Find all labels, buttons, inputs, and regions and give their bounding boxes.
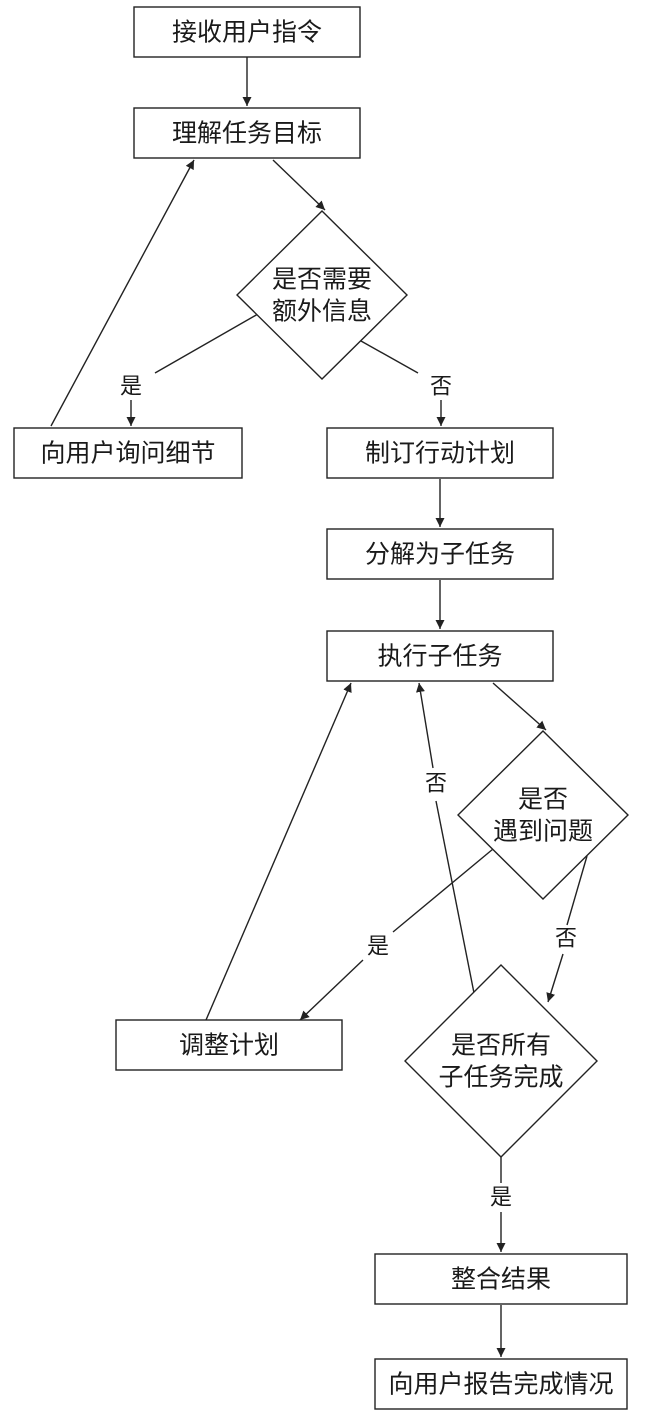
edge-line <box>360 340 419 374</box>
edge-line <box>492 682 547 731</box>
edge-label: 是 <box>120 375 142 400</box>
edge-labels-layer: 是否是否否是 <box>120 375 577 1211</box>
edge-adjust-to-execute <box>205 682 352 1021</box>
edge-arrow <box>416 682 434 769</box>
process-box <box>374 1253 628 1305</box>
process-box <box>326 630 554 682</box>
process-box <box>133 107 361 159</box>
node-label: 理解任务目标 <box>172 119 322 148</box>
node-adjust: 调整计划 <box>115 1019 343 1071</box>
process-box <box>326 528 554 580</box>
node-label: 制订行动计划 <box>365 439 515 468</box>
edge-label: 是 <box>490 1186 512 1211</box>
node-label: 是否需要 <box>272 265 372 294</box>
edge-ask_details-to-understand <box>50 159 195 427</box>
node-label: 执行子任务 <box>377 642 502 671</box>
edge-line <box>435 800 475 994</box>
process-box <box>115 1019 343 1071</box>
edges-layer <box>50 57 588 1357</box>
edge-line <box>50 159 195 427</box>
edge-label: 否 <box>430 375 452 400</box>
process-box <box>374 1358 628 1410</box>
node-label: 是否 <box>518 785 568 814</box>
node-label: 子任务完成 <box>438 1063 563 1092</box>
node-understand: 理解任务目标 <box>133 107 361 159</box>
decision-diamond <box>404 964 598 1158</box>
edge-label: 是 <box>367 935 389 960</box>
edge-problem-to-all_done <box>546 855 588 1003</box>
process-box <box>13 427 243 479</box>
edge-line <box>272 159 326 211</box>
edge-line <box>154 313 259 374</box>
node-receive: 接收用户指令 <box>133 6 361 58</box>
node-make-plan: 制订行动计划 <box>326 427 554 479</box>
edge-line <box>566 855 588 926</box>
node-decompose: 分解为子任务 <box>326 528 554 580</box>
process-box <box>326 427 554 479</box>
process-box <box>133 6 361 58</box>
node-label: 分解为子任务 <box>365 540 515 569</box>
edge-execute-to-problem <box>492 682 547 731</box>
node-label: 遇到问题 <box>493 817 593 846</box>
node-label: 接收用户指令 <box>172 18 322 47</box>
edge-label: 否 <box>555 927 577 952</box>
decision-diamond <box>236 210 408 380</box>
node-execute: 执行子任务 <box>326 630 554 682</box>
decision-diamond <box>457 730 629 900</box>
edge-all_done-to-execute <box>416 682 475 994</box>
edge-need_info-to-make_plan <box>360 340 446 426</box>
node-ask-details: 向用户询问细节 <box>13 427 243 479</box>
edge-problem-to-adjust <box>299 848 494 1021</box>
edge-arrow <box>299 959 364 1021</box>
node-label: 调整计划 <box>179 1031 279 1060</box>
edge-label: 否 <box>425 772 447 797</box>
edge-line <box>392 848 494 933</box>
edge-line <box>205 682 352 1021</box>
node-label: 是否所有 <box>451 1031 551 1060</box>
edge-understand-to-need_info <box>272 159 326 211</box>
node-integrate: 整合结果 <box>374 1253 628 1305</box>
node-label: 额外信息 <box>272 297 372 326</box>
node-label: 向用户询问细节 <box>40 439 215 468</box>
node-report: 向用户报告完成情况 <box>374 1358 628 1410</box>
edge-arrow <box>546 953 564 1003</box>
node-label: 整合结果 <box>451 1265 551 1294</box>
node-label: 向用户报告完成情况 <box>388 1370 613 1399</box>
edge-need_info-to-ask_details <box>126 313 259 426</box>
